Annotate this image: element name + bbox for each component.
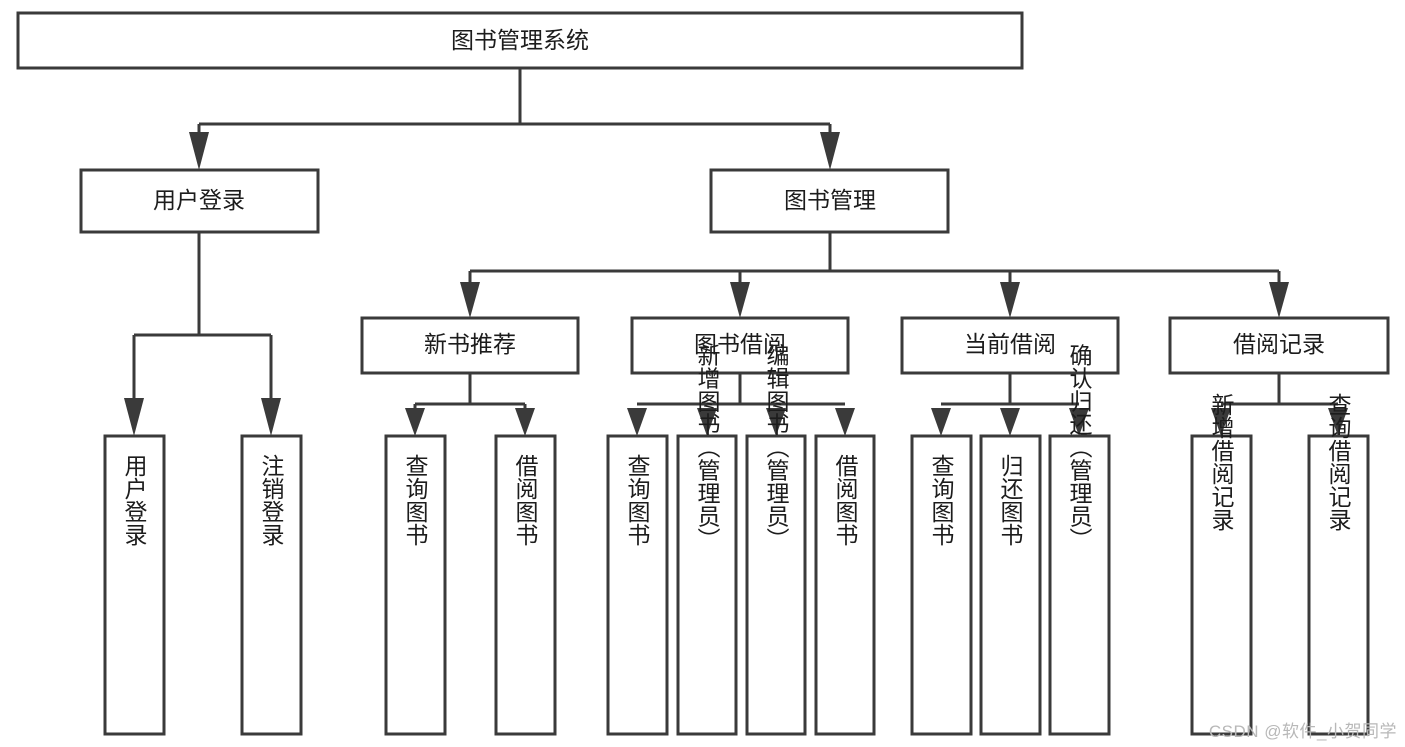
node-leaf-user-login-label: 用户登录 bbox=[121, 454, 148, 546]
node-new-book-recommend[interactable]: 新书推荐 bbox=[360, 316, 580, 375]
node-leaf-confirm-return[interactable]: 确认归还（管理员） bbox=[1048, 344, 1111, 736]
node-book-borrow-label: 图书借阅 bbox=[694, 331, 786, 357]
node-leaf-add-record[interactable]: 新增借阅记录 bbox=[1190, 393, 1253, 736]
node-leaf-edit-book[interactable]: 编辑图书（管理员） bbox=[745, 344, 807, 736]
node-borrow-record-box[interactable] bbox=[1168, 316, 1390, 375]
arrow-to-leaf-user-login bbox=[124, 398, 144, 436]
csdn-watermark: CSDN @软件_小贺同学 bbox=[1208, 722, 1397, 741]
node-book-borrow-box[interactable] bbox=[630, 316, 850, 375]
arrow-to-leaf-query-book-3 bbox=[931, 408, 951, 436]
node-current-borrow-box[interactable] bbox=[900, 316, 1120, 375]
node-leaf-query-book-3-label: 查询图书 bbox=[928, 454, 955, 546]
arrow-to-book-management bbox=[820, 132, 840, 170]
arrow-to-current-borrow bbox=[1000, 282, 1020, 318]
arrow-to-leaf-confirm-return bbox=[1069, 408, 1089, 436]
arrow-to-leaf-borrow-book-2 bbox=[835, 408, 855, 436]
node-leaf-add-book-label: 新增图书（管理员） bbox=[694, 344, 721, 551]
node-book-management[interactable]: 图书管理 bbox=[709, 168, 950, 234]
node-user-login[interactable]: 用户登录 bbox=[79, 168, 320, 234]
node-new-book-recommend-box[interactable] bbox=[360, 316, 580, 375]
node-leaf-query-book-3[interactable]: 查询图书 bbox=[910, 434, 973, 736]
node-user-login-label: 用户登录 bbox=[153, 187, 245, 213]
node-leaf-add-record-box[interactable] bbox=[1190, 434, 1253, 736]
node-leaf-edit-book-label: 编辑图书（管理员） bbox=[763, 344, 790, 551]
arrow-to-new-book-recommend bbox=[460, 282, 480, 318]
node-root[interactable]: 图书管理系统 bbox=[16, 11, 1024, 70]
node-root-box[interactable] bbox=[16, 11, 1024, 70]
arrow-to-leaf-add-record bbox=[1211, 408, 1231, 436]
node-leaf-borrow-book-1-box[interactable] bbox=[494, 434, 557, 736]
arrow-to-borrow-record bbox=[1269, 282, 1289, 318]
node-leaf-query-book-3-box[interactable] bbox=[910, 434, 973, 736]
node-leaf-borrow-book-1[interactable]: 借阅图书 bbox=[494, 434, 557, 736]
node-leaf-return-book-box[interactable] bbox=[979, 434, 1042, 736]
node-leaf-query-book-2-box[interactable] bbox=[606, 434, 669, 736]
node-leaf-query-record-box[interactable] bbox=[1307, 434, 1370, 736]
node-leaf-user-logout-label: 注销登录 bbox=[258, 454, 285, 546]
node-leaf-query-record[interactable]: 查询借阅记录 bbox=[1307, 393, 1370, 736]
node-leaf-user-logout-box[interactable] bbox=[240, 434, 303, 736]
node-current-borrow[interactable]: 当前借阅 bbox=[900, 316, 1120, 375]
arrow-to-book-borrow bbox=[730, 282, 750, 318]
node-root-label: 图书管理系统 bbox=[451, 27, 589, 53]
node-leaf-borrow-book-2[interactable]: 借阅图书 bbox=[814, 434, 876, 736]
node-leaf-confirm-return-box[interactable] bbox=[1048, 434, 1111, 736]
node-current-borrow-label: 当前借阅 bbox=[964, 331, 1056, 357]
node-leaf-return-book-label: 归还图书 bbox=[997, 454, 1024, 546]
arrow-to-leaf-query-book-2 bbox=[627, 408, 647, 436]
node-user-login-box[interactable] bbox=[79, 168, 320, 234]
node-leaf-confirm-return-label: 确认归还（管理员） bbox=[1066, 344, 1093, 551]
arrow-to-leaf-edit-book bbox=[766, 408, 786, 436]
node-leaf-borrow-book-2-label: 借阅图书 bbox=[832, 454, 859, 546]
node-leaf-query-book-1[interactable]: 查询图书 bbox=[384, 434, 447, 736]
node-leaf-user-login[interactable]: 用户登录 bbox=[103, 434, 166, 736]
node-leaf-return-book[interactable]: 归还图书 bbox=[979, 434, 1042, 736]
arrow-to-leaf-user-logout bbox=[261, 398, 281, 436]
arrow-to-leaf-return-book bbox=[1000, 408, 1020, 436]
node-leaf-user-login-box[interactable] bbox=[103, 434, 166, 736]
node-leaf-query-book-1-label: 查询图书 bbox=[402, 454, 429, 546]
node-leaf-add-book[interactable]: 新增图书（管理员） bbox=[676, 344, 738, 736]
node-book-management-box[interactable] bbox=[709, 168, 950, 234]
node-leaf-query-book-2[interactable]: 查询图书 bbox=[606, 434, 669, 736]
node-leaf-query-book-1-box[interactable] bbox=[384, 434, 447, 736]
node-leaf-add-record-label: 新增借阅记录 bbox=[1208, 393, 1235, 531]
node-leaf-borrow-book-2-box[interactable] bbox=[814, 434, 876, 736]
node-book-borrow[interactable]: 图书借阅 bbox=[630, 316, 850, 375]
node-leaf-query-record-label: 查询借阅记录 bbox=[1325, 393, 1352, 531]
arrow-to-leaf-query-book-1 bbox=[405, 408, 425, 436]
arrow-to-leaf-borrow-book-1 bbox=[515, 408, 535, 436]
node-borrow-record[interactable]: 借阅记录 bbox=[1168, 316, 1390, 375]
node-leaf-query-book-2-label: 查询图书 bbox=[624, 454, 651, 546]
arrow-to-leaf-add-book bbox=[697, 408, 717, 436]
arrow-to-user-login bbox=[189, 132, 209, 170]
node-borrow-record-label: 借阅记录 bbox=[1233, 331, 1325, 357]
node-leaf-borrow-book-1-label: 借阅图书 bbox=[512, 454, 539, 546]
node-new-book-recommend-label: 新书推荐 bbox=[424, 331, 516, 357]
node-leaf-add-book-box[interactable] bbox=[676, 434, 738, 736]
node-leaf-user-logout[interactable]: 注销登录 bbox=[240, 434, 303, 736]
edges-group bbox=[124, 68, 1348, 436]
node-leaf-edit-book-box[interactable] bbox=[745, 434, 807, 736]
node-book-management-label: 图书管理 bbox=[784, 187, 876, 213]
arrow-to-leaf-query-record bbox=[1328, 408, 1348, 436]
